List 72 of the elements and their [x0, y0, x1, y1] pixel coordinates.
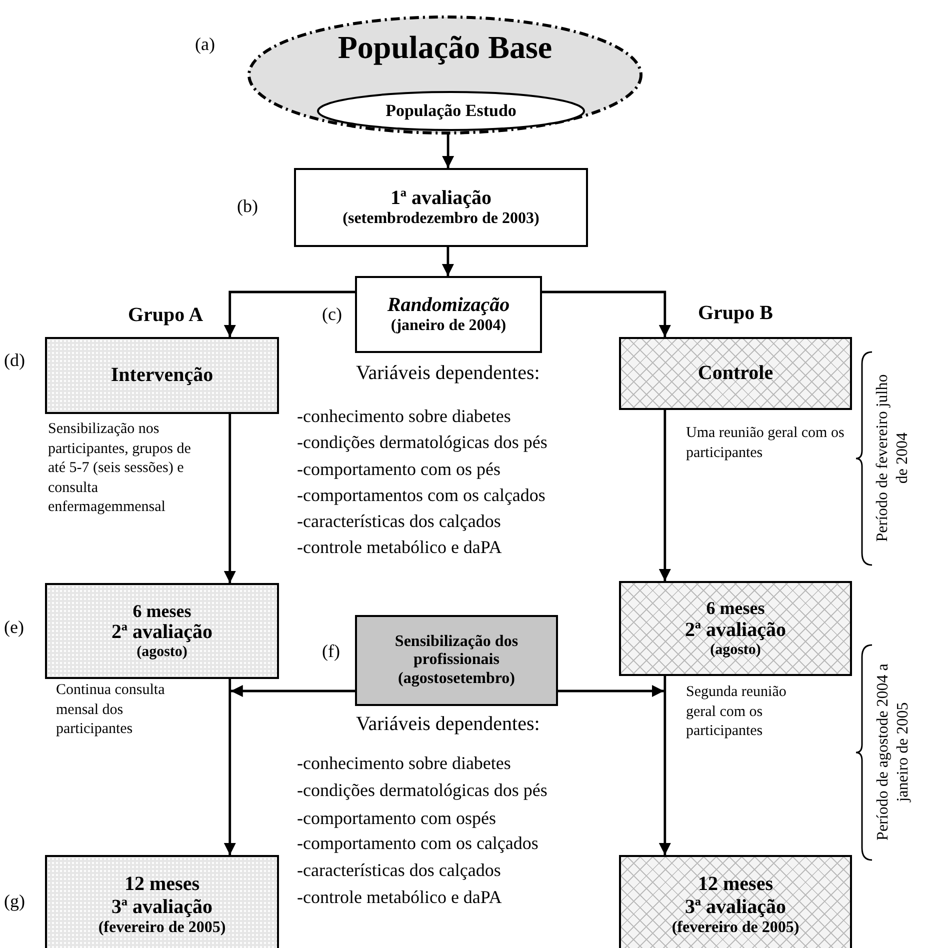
node-title: 12 meses: [698, 872, 773, 896]
panel-letter: (a): [195, 34, 215, 55]
node-subtitle: 3ª avaliação: [112, 896, 212, 919]
arrow: [224, 290, 355, 337]
edge-label: Segunda reunião geral com os participantes: [686, 683, 788, 741]
node-title: Intervenção: [110, 364, 214, 387]
list-item: -condições dermatológicas dos pés: [297, 432, 548, 453]
arrow: [658, 676, 671, 855]
panel-letter: (d): [4, 350, 25, 371]
list-item: -conhecimento sobre diabetes: [297, 406, 511, 427]
node-subtitle: (fevereiro de 2005): [98, 918, 226, 938]
node-subtitle: 2ª avaliação: [112, 621, 212, 644]
node-subtitle: 2ª avaliação: [685, 618, 786, 642]
node-title: Randomização: [387, 294, 510, 317]
highlighted-process-box: [355, 615, 558, 706]
node-title: 1ª avaliação: [390, 186, 492, 210]
process-box: [619, 337, 852, 410]
node-subtitle: (janeiro de 2004): [390, 316, 506, 336]
node-title: 6 meses: [132, 600, 192, 622]
node-title: 12 meses: [124, 872, 200, 896]
list-item: -comportamentos com os calçados: [297, 485, 546, 506]
panel-letter: (e): [4, 617, 24, 638]
process-box: [294, 168, 588, 247]
arrow: [224, 414, 236, 583]
ellipse-node: [316, 90, 586, 132]
node-title: População Estudo: [386, 101, 516, 121]
list-item: -comportamento com os calçados: [297, 833, 538, 854]
period-note: Período de agostode 2004 a janeiro de 2005: [873, 662, 912, 842]
arrow: [442, 132, 454, 168]
panel-letter: (c): [322, 304, 342, 325]
list-item: -comportamento com ospés: [297, 808, 496, 829]
edge-label: Grupo A: [128, 303, 204, 328]
list-heading: Variáveis dependentes:: [356, 713, 540, 736]
period-note: Período de fevereiro julho de 2004: [873, 373, 912, 543]
list-item: -condições dermatológicas dos pés: [297, 780, 548, 801]
list-item: -controle metabólico e daPA: [297, 887, 502, 908]
arrow: [542, 290, 671, 337]
process-box: [355, 276, 542, 353]
node-subtitle: (fevereiro de 2005): [672, 918, 800, 938]
node-subtitle: (agosto): [710, 642, 761, 659]
process-box: [45, 337, 279, 414]
arrow: [442, 247, 454, 276]
arrow: [558, 685, 664, 697]
arrow: [224, 679, 236, 855]
node-title: 6 meses: [706, 598, 765, 619]
process-box: [45, 855, 279, 948]
arrow: [230, 685, 355, 697]
node-subtitle: (setembrodezembro de 2003): [342, 210, 540, 228]
list-heading: Variáveis dependentes:: [356, 362, 540, 385]
node-title: Controle: [698, 362, 774, 385]
list-item: -características dos calçados: [297, 860, 501, 881]
panel-letter: (b): [237, 196, 258, 217]
edge-label: Uma reunião geral com os participantes: [686, 424, 846, 462]
edge-label: Sensibilização nos participantes, grupos de até 5-7 (seis sessões) e consulta enfermagemmensal: [48, 420, 192, 517]
process-box: [619, 855, 852, 948]
arrow: [658, 410, 671, 581]
process-box: [45, 583, 279, 679]
edge-label: Grupo B: [698, 301, 774, 326]
node-title: População Base: [338, 29, 552, 66]
edge-label: Continua consulta mensal dos participantes: [56, 681, 166, 739]
process-box: [619, 581, 852, 676]
list-item: -comportamento com os pés: [297, 459, 500, 480]
node-title: Sensibilização dos profissionais: [394, 632, 520, 670]
list-item: -características dos calçados: [297, 511, 501, 532]
node-subtitle: 3ª avaliação: [685, 896, 786, 919]
ellipse-node: [247, 15, 643, 135]
list-item: -conhecimento sobre diabetes: [297, 753, 511, 774]
list-item: -controle metabólico e daPA: [297, 537, 502, 558]
node-subtitle: (agosto): [136, 644, 188, 662]
node-subtitle: (agostosetembro): [398, 670, 515, 688]
panel-letter: (g): [4, 891, 25, 912]
panel-letter: (f): [322, 641, 340, 662]
